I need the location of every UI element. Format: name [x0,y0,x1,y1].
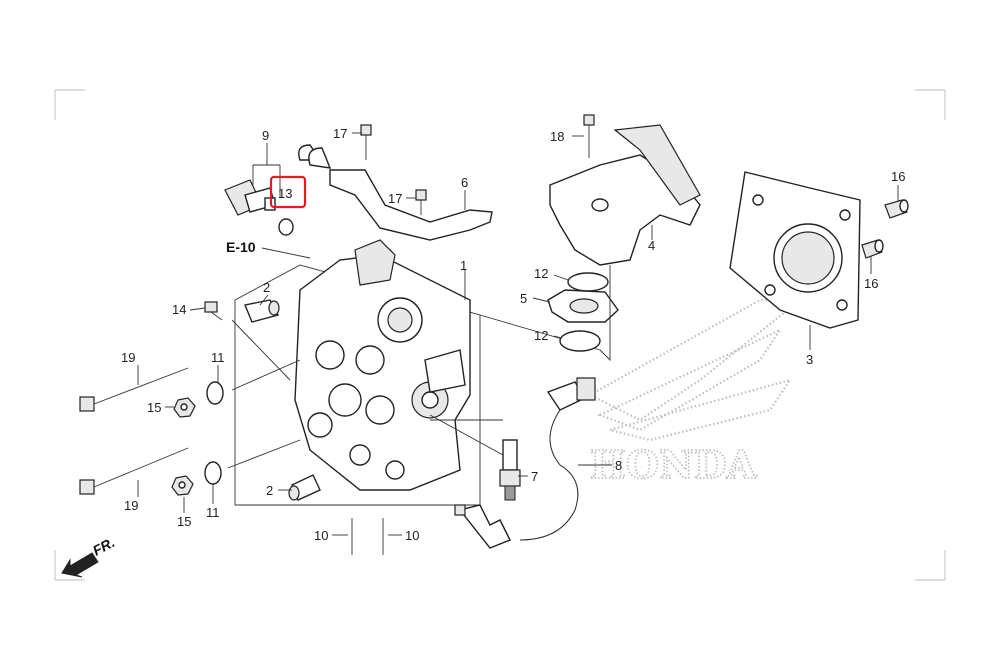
dowel-pin-16-upper [884,199,909,219]
callout-7: 7 [531,469,538,484]
callout-12-lower: 12 [534,328,548,343]
part-13-o-ring [278,218,294,236]
callout-9: 9 [262,128,269,143]
callout-17-mid: 17 [388,191,402,206]
callout-13: 13 [278,186,292,201]
callout-18: 18 [550,129,564,144]
washer-11-upper [206,381,224,405]
part-2-lower [288,474,321,501]
part-5-insulator [547,289,619,323]
callout-15-lower: 15 [177,514,191,529]
cylinder-head-group-box [234,264,481,506]
nut-15-upper [173,397,196,418]
bolt-17-mid [415,189,427,215]
long-bolt-19-upper [79,367,189,412]
callout-12-upper: 12 [534,266,548,281]
callout-6: 6 [461,175,468,190]
bolt-14 [204,301,223,321]
part-2-upper [244,299,280,323]
gasket-part-3 [729,171,861,329]
leader-lines [137,132,899,536]
washer-11-lower [204,461,222,485]
callout-1: 1 [460,258,467,273]
bolt-17-top [360,124,372,160]
callout-16-upper: 16 [891,169,905,184]
long-bolt-19-lower [79,447,189,495]
callout-2-upper: 2 [263,280,270,295]
honda-watermark-text: HONDA [590,442,757,487]
callout-2-lower: 2 [266,483,273,498]
callout-10-right: 10 [405,528,419,543]
callout-5: 5 [520,291,527,306]
callout-16-lower: 16 [864,276,878,291]
callout-15-upper: 15 [147,400,161,415]
honda-watermark: HONDA [587,298,804,488]
part-12-o-ring-lower [559,330,601,352]
callout-11-lower: 11 [206,505,220,520]
callout-3: 3 [806,352,813,367]
callout-4: 4 [648,238,655,253]
frame-corners [54,89,946,581]
spark-plug-7 [499,439,521,501]
reference-label-e10: E-10 [226,239,256,255]
part-9-fitting [224,179,276,216]
callout-8: 8 [615,458,622,473]
sensor-harness-8 [454,377,596,549]
callout-14: 14 [172,302,186,317]
front-arrow: FR. [61,534,117,578]
callout-19-upper: 19 [121,350,135,365]
part-12-o-ring-upper [567,272,609,292]
callout-10-left: 10 [314,528,328,543]
callout-17-top: 17 [333,126,347,141]
callout-19-lower: 19 [124,498,138,513]
nut-15-lower [171,475,194,496]
callout-13-highlight-box [269,175,307,209]
callout-numbers: 9 13 17 17 6 18 4 16 16 1 12 5 12 3 14 2… [121,126,905,543]
dowel-pin-16-lower [861,239,884,259]
front-arrow-label: FR. [90,534,117,559]
callout-11-upper: 11 [211,350,225,365]
bolt-18 [583,114,595,158]
intake-pipe-part-4 [549,124,701,266]
bracket-part-6 [298,144,493,241]
cylinder-head [294,239,471,491]
